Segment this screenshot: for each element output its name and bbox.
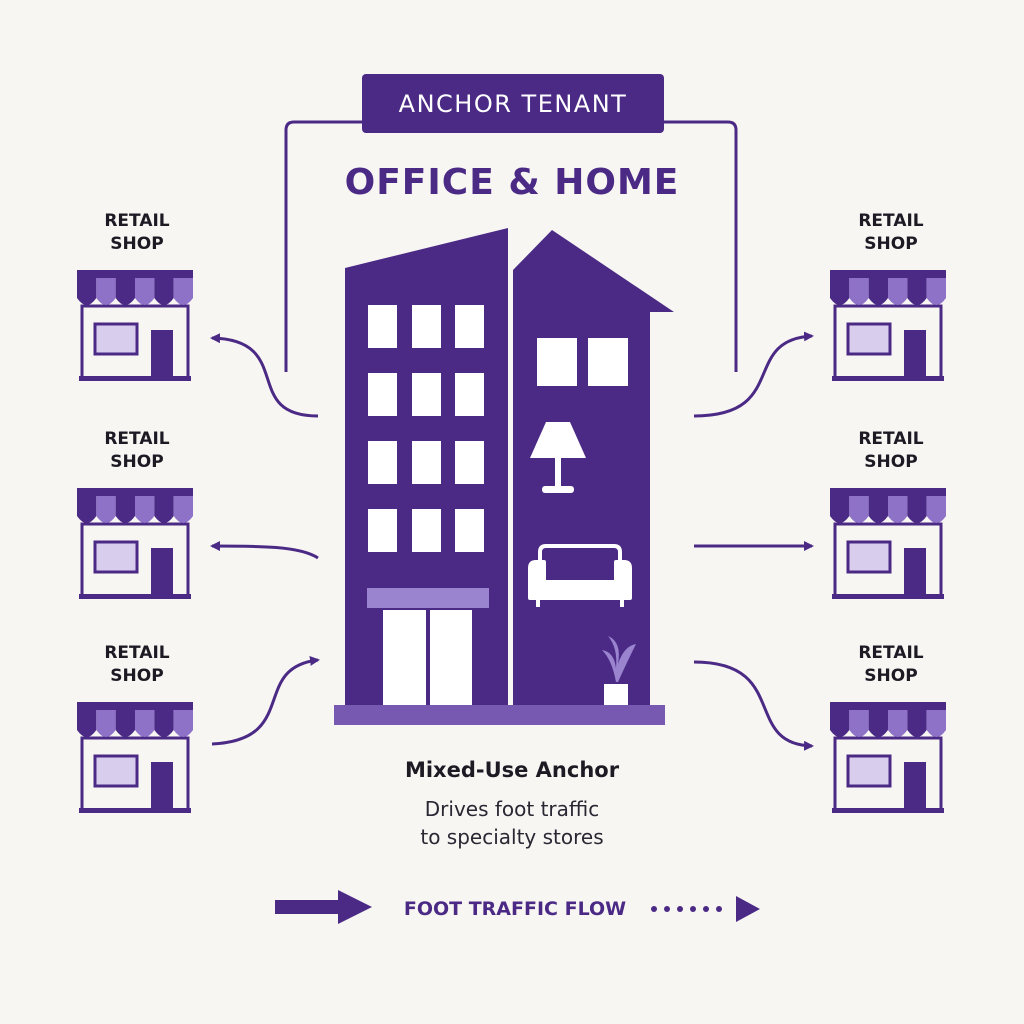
storefront-icon	[77, 488, 193, 599]
shop-label-line: SHOP	[864, 666, 918, 686]
shop-label-right-top: RETAIL SHOP	[831, 210, 951, 256]
shop-label-line: RETAIL	[104, 643, 170, 663]
shop-label-line: RETAIL	[104, 211, 170, 231]
flow-arrows	[210, 331, 814, 751]
sofa-icon	[528, 544, 632, 607]
anchor-tenant-badge: ANCHOR TENANT	[362, 74, 664, 133]
office-tower-icon	[345, 228, 508, 705]
flow-arrow-left-middle	[210, 541, 319, 560]
shop-label-left-bottom: RETAIL SHOP	[77, 642, 197, 688]
building-title: OFFICE & HOME	[344, 162, 680, 203]
caption-body: Drives foot traffic to specialty stores	[300, 795, 724, 851]
lamp-icon	[530, 422, 586, 493]
flow-arrow-right-top	[693, 331, 814, 418]
building-base	[334, 705, 665, 725]
flow-arrow-right-bottom	[693, 660, 814, 751]
shop-label-line: RETAIL	[858, 211, 924, 231]
shop-label-left-middle: RETAIL SHOP	[77, 428, 197, 474]
anchor-bracket-right	[664, 120, 738, 372]
potted-plant-icon	[602, 636, 636, 705]
storefront-icon	[830, 270, 946, 381]
shop-label-right-bottom: RETAIL SHOP	[831, 642, 951, 688]
anchor-bracket-left	[284, 120, 362, 372]
shop-label-line: RETAIL	[104, 429, 170, 449]
shop-label-right-middle: RETAIL SHOP	[831, 428, 951, 474]
house-icon	[513, 230, 674, 705]
legend	[275, 890, 760, 924]
shop-label-line: SHOP	[110, 234, 164, 254]
shop-label-line: RETAIL	[858, 643, 924, 663]
flow-arrow-left-top	[210, 333, 319, 418]
shop-label-line: SHOP	[864, 452, 918, 472]
anchor-building	[334, 228, 674, 725]
flow-arrow-left-bottom	[211, 655, 320, 746]
shop-label-line: SHOP	[110, 452, 164, 472]
shop-label-line: SHOP	[864, 234, 918, 254]
storefront-icon	[77, 702, 193, 813]
storefront-icon	[830, 488, 946, 599]
caption-line: Drives foot traffic	[424, 797, 600, 821]
shop-label-line: SHOP	[110, 666, 164, 686]
legend-solid-arrow-icon	[275, 890, 372, 924]
storefront-icon	[77, 270, 193, 381]
legend-label: FOOT TRAFFIC FLOW	[403, 898, 627, 920]
shop-label-line: RETAIL	[858, 429, 924, 449]
shop-label-left-top: RETAIL SHOP	[77, 210, 197, 256]
legend-dotted-arrow-icon	[651, 896, 760, 922]
shop-icons	[77, 270, 946, 813]
storefront-icon	[830, 702, 946, 813]
caption-line: to specialty stores	[420, 825, 604, 849]
caption-title: Mixed-Use Anchor	[404, 758, 620, 782]
